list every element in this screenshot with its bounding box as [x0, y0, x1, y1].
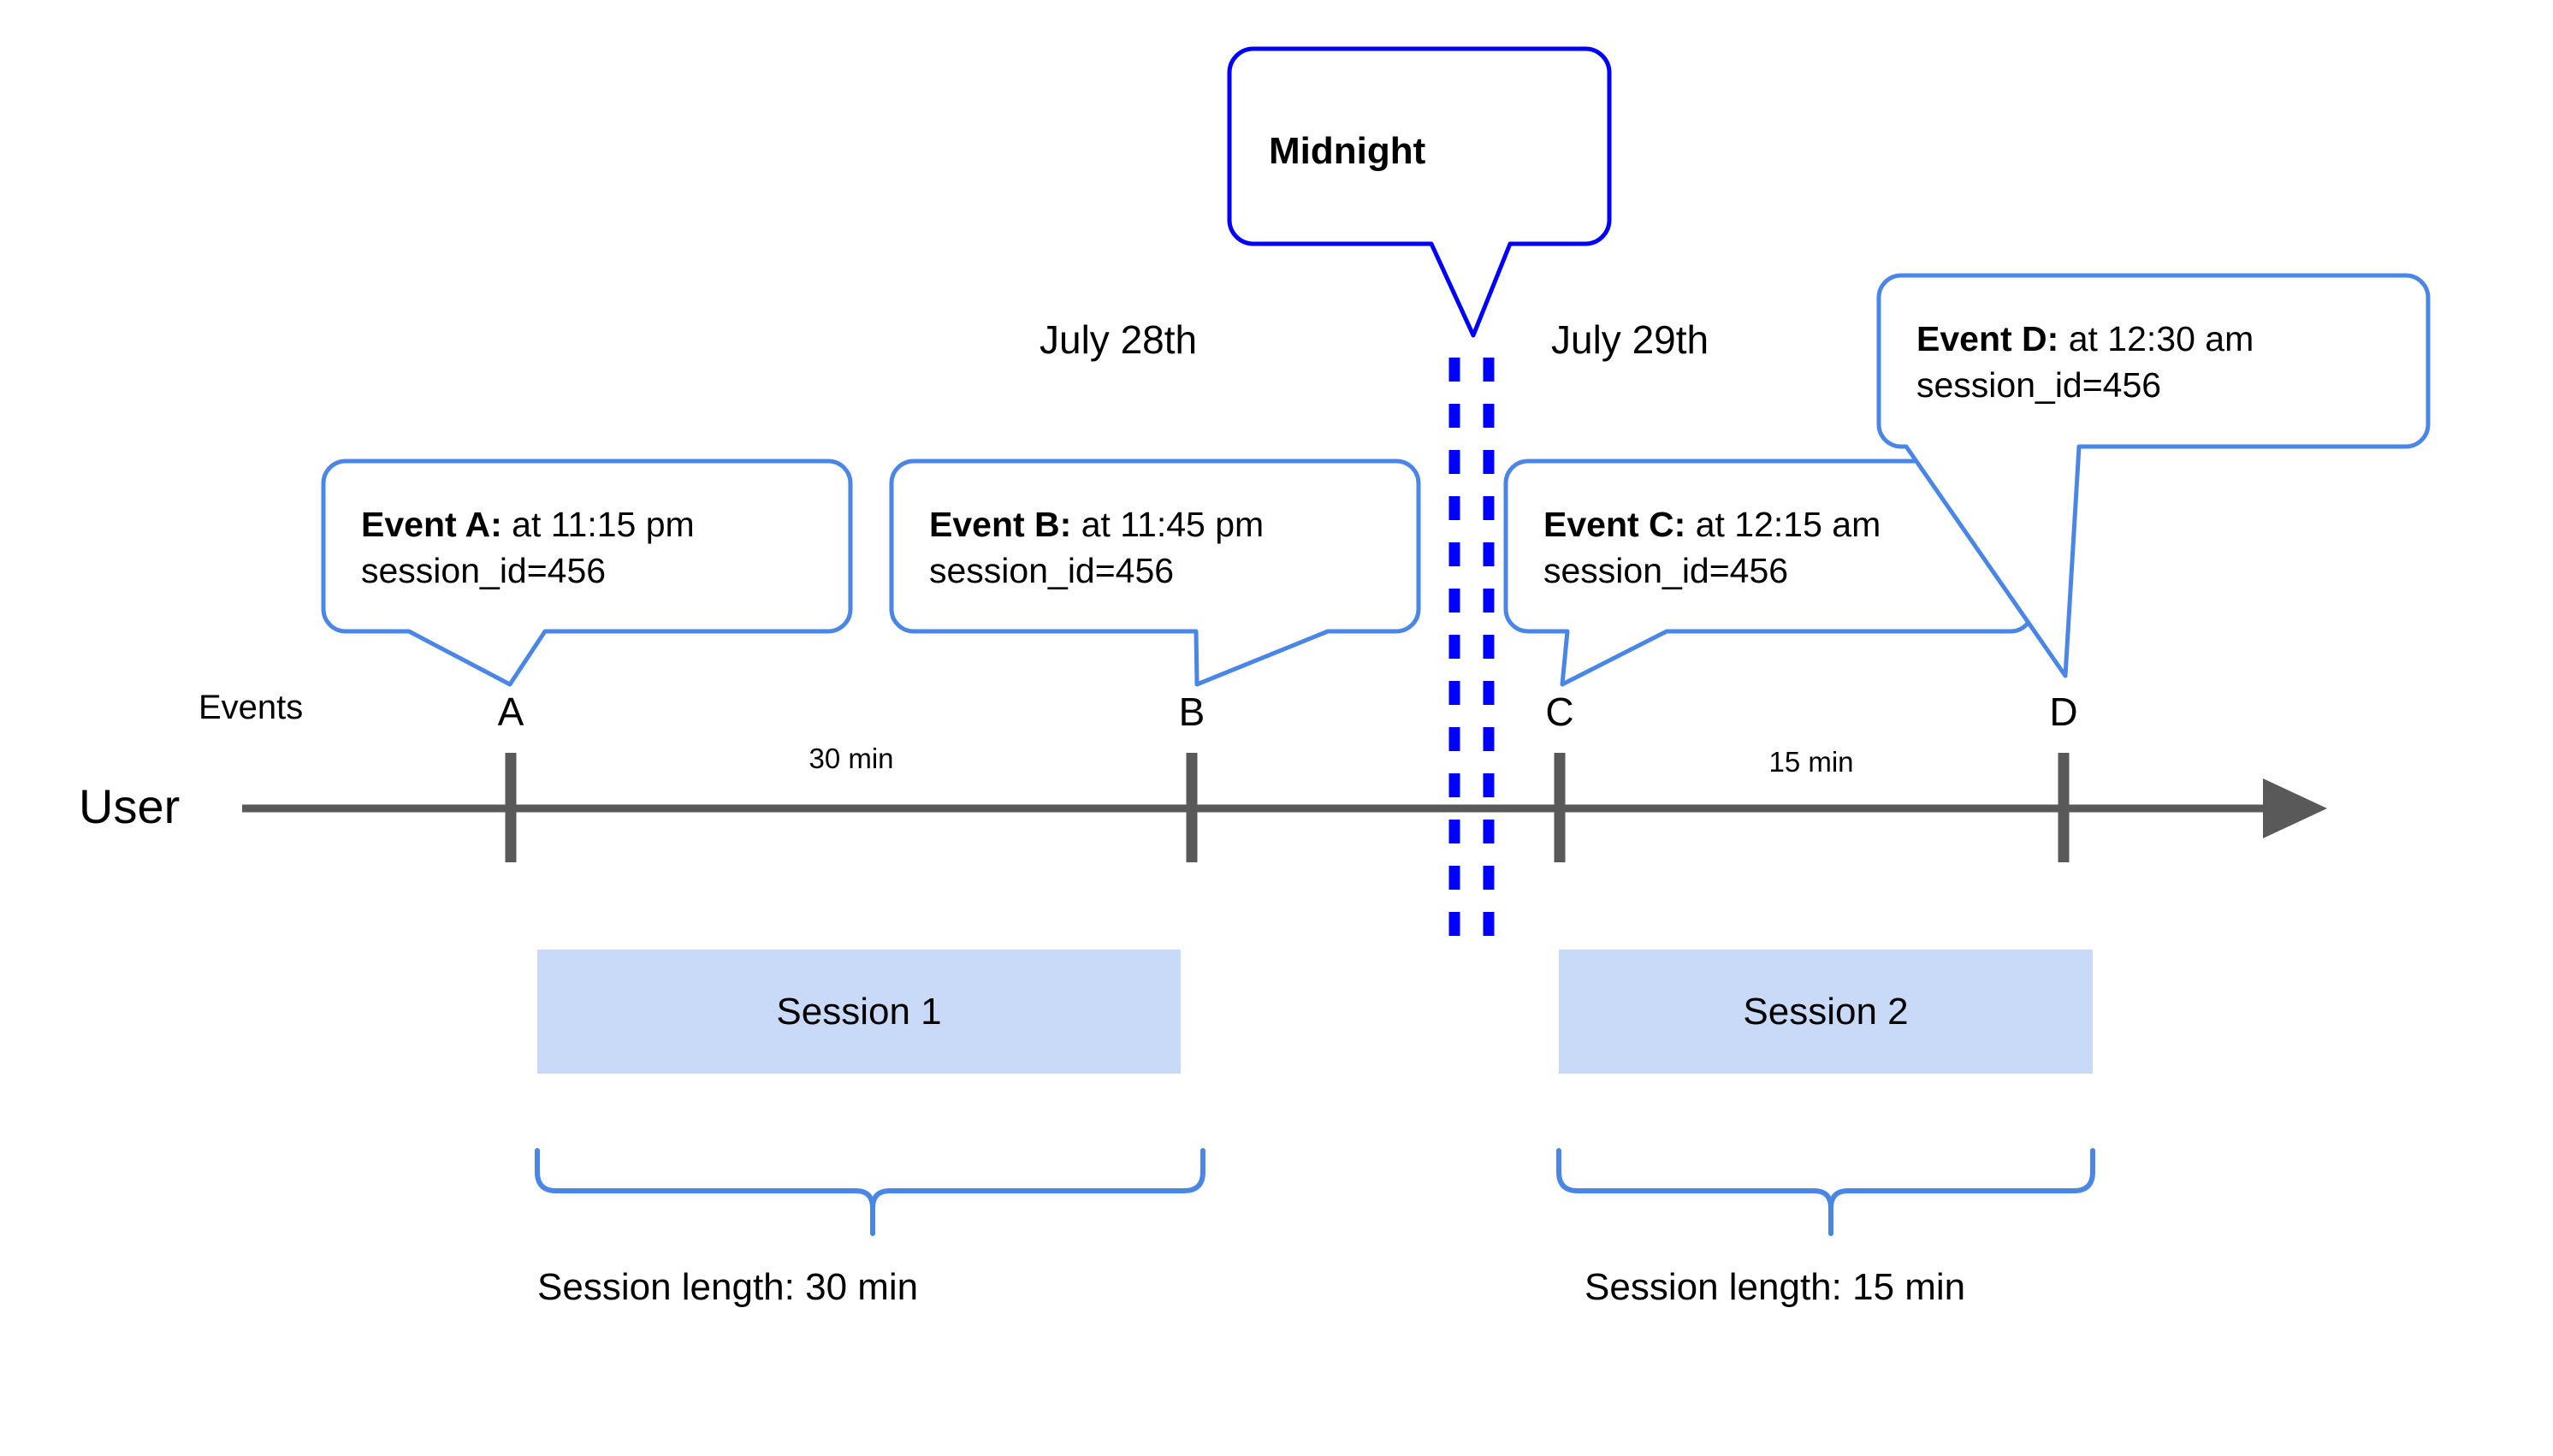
event-d-session-id: session_id=456: [1916, 365, 2162, 405]
event-a-title: Event A:: [361, 505, 502, 544]
midnight-callout-label: Midnight: [1269, 130, 1426, 172]
marker-label-c: C: [1545, 690, 1574, 734]
event-d-callout-text: Event D: at 12:30 am session_id=456: [1916, 316, 2254, 408]
event-a-callout-shape: [321, 459, 853, 687]
event-a-callout-text: Event A: at 11:15 pm session_id=456: [361, 501, 695, 594]
midnight-callout-shape: [1227, 46, 1612, 338]
event-a-session-id: session_id=456: [361, 551, 607, 591]
event-c-session-id: session_id=456: [1543, 551, 1789, 591]
event-d-callout-shape: [1876, 273, 2431, 678]
session-2-box: Session 2: [1559, 950, 2093, 1074]
event-b-callout-shape: [889, 459, 1421, 687]
user-row-label: User: [79, 779, 181, 833]
marker-label-b: B: [1178, 690, 1205, 734]
session-2-label: Session 2: [1743, 990, 1909, 1033]
event-c-callout-text: Event C: at 12:15 am session_id=456: [1543, 501, 1881, 594]
session-1-label: Session 1: [776, 990, 942, 1033]
events-row-label: Events: [198, 689, 304, 726]
marker-label-a: A: [497, 690, 524, 734]
event-b-title: Event B:: [929, 505, 1072, 544]
midnight-divider-lines: [1448, 358, 1495, 941]
timeline-tick-markers: [505, 753, 2070, 862]
marker-label-d: D: [2049, 690, 2078, 734]
date-label-july-29: July 29th: [1551, 317, 1709, 362]
event-b-session-id: session_id=456: [929, 551, 1175, 591]
session-2-length-label: Session length: 15 min: [1585, 1266, 1966, 1308]
event-a-time: at 11:15 pm: [501, 505, 695, 544]
session-2-brace: [1556, 1148, 2095, 1236]
gap-label-a-to-b: 30 min: [809, 743, 894, 774]
session-1-brace: [535, 1148, 1205, 1236]
event-c-time: at 12:15 am: [1685, 505, 1881, 544]
gap-label-c-to-d: 15 min: [1768, 746, 1854, 778]
date-label-july-28: July 28th: [1040, 317, 1198, 362]
session-1-length-label: Session length: 30 min: [537, 1266, 919, 1308]
event-d-title: Event D:: [1916, 319, 2059, 358]
event-c-title: Event C:: [1543, 505, 1686, 544]
event-b-callout-text: Event B: at 11:45 pm session_id=456: [929, 501, 1264, 594]
timeline-axis: [242, 778, 2327, 838]
session-1-box: Session 1: [537, 950, 1181, 1074]
event-d-time: at 12:30 am: [2058, 319, 2254, 358]
event-b-time: at 11:45 pm: [1071, 505, 1265, 544]
